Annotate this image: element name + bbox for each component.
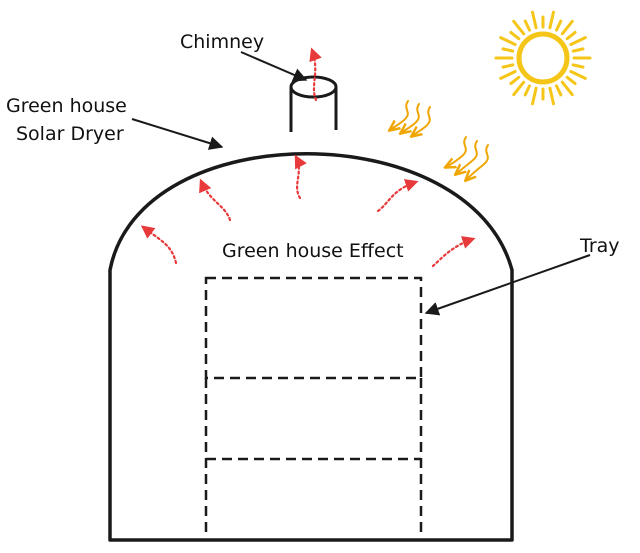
- sunlight-ray: [466, 144, 489, 180]
- heat-arrow-left: [140, 225, 178, 265]
- sun-ray: [548, 86, 555, 106]
- dryer-label-line2: Solar Dryer: [16, 123, 124, 145]
- sun-ray: [560, 80, 574, 97]
- heat-arrow-upper-left: [199, 178, 232, 222]
- incoming-sunlight: [390, 100, 489, 180]
- sun-ray: [555, 19, 563, 32]
- tray-pointer: [424, 254, 591, 316]
- sunlight-ray: [456, 140, 478, 174]
- tray: [204, 276, 423, 538]
- sun-ray: [571, 63, 585, 69]
- chimney-pointer: [240, 51, 308, 82]
- tray-label: Tray: [579, 235, 620, 257]
- sun-ray: [531, 86, 538, 106]
- dryer-label-line1: Green house: [6, 95, 127, 117]
- sun-ray: [512, 19, 526, 36]
- sun-ray: [565, 30, 577, 41]
- tray-frame: [204, 276, 423, 380]
- sun-ray: [548, 10, 555, 30]
- chimney: [289, 75, 338, 132]
- sun-ray: [509, 75, 521, 86]
- sunlight-ray: [446, 136, 467, 167]
- chimney-top: [289, 75, 338, 99]
- greenhouse-effect-label: Green house Effect: [222, 240, 404, 262]
- sun-ray: [523, 19, 531, 32]
- sun-ray: [509, 30, 521, 41]
- sun-ray: [523, 84, 531, 97]
- heat-arrow-top: [294, 154, 307, 200]
- sun-ray: [571, 47, 585, 53]
- heat-arrow-upper-right: [376, 179, 419, 213]
- sun-ray: [555, 84, 563, 97]
- sun-disc: [516, 31, 570, 85]
- sun-ray: [512, 80, 526, 97]
- heat-arrow-chimney: [309, 47, 322, 102]
- sun-ray: [531, 10, 538, 30]
- heat-arrow-right: [431, 236, 476, 268]
- sun-ray: [499, 70, 517, 80]
- sun-ray: [569, 70, 587, 80]
- sun-rays: [494, 10, 592, 106]
- heat-arrows: [140, 47, 476, 268]
- sunlight-ray: [401, 103, 420, 133]
- sunlight-ray: [412, 106, 431, 136]
- sun-ray: [569, 36, 587, 46]
- sun-ray: [565, 75, 577, 86]
- chimney-label: Chimney: [180, 31, 264, 53]
- chimney-pipe: [289, 87, 338, 132]
- sun-icon: [494, 10, 592, 106]
- sun-ray: [499, 36, 517, 46]
- sun-ray: [501, 63, 515, 69]
- sunlight-ray: [390, 100, 409, 130]
- greenhouse-outline: [108, 152, 514, 542]
- sun-ray: [560, 19, 574, 36]
- sun-ray: [501, 47, 515, 53]
- dryer-pointer: [131, 118, 224, 150]
